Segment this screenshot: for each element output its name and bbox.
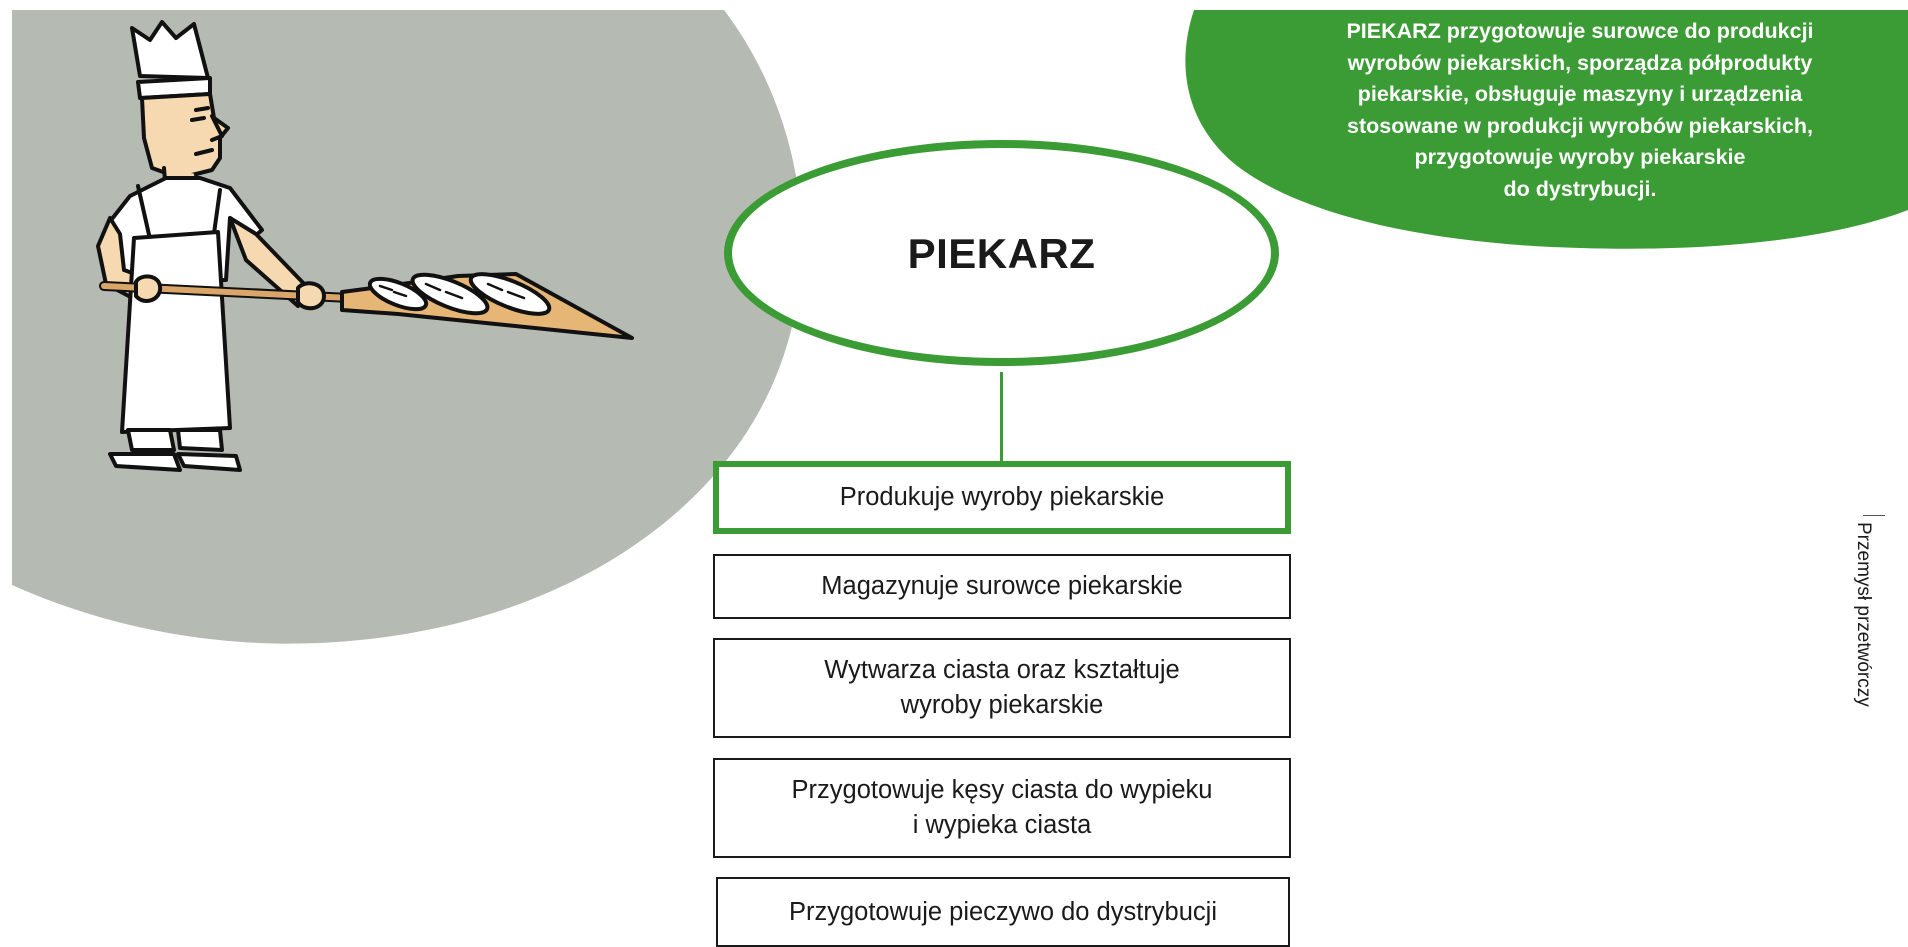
description-line: PIEKARZ przygotowuje surowce do produkcj…: [1346, 19, 1814, 43]
task-box: Przygotowuje kęsy ciasta do wypieku i wy…: [713, 758, 1291, 858]
task-line: i wypieka ciasta: [912, 811, 1092, 839]
connector-line: [1000, 372, 1003, 461]
task-text: Magazynuje surowce piekarskie: [821, 569, 1182, 604]
side-label-rule: [1863, 515, 1885, 516]
description-line: do dystrybucji.: [1503, 176, 1657, 201]
task-line: Przygotowuje kęsy ciasta do wypieku: [791, 776, 1213, 804]
description-line: wyrobów piekarskich, sporządza półproduk…: [1347, 50, 1813, 75]
task-line: Magazynuje surowce piekarskie: [821, 572, 1183, 600]
task-text: Przygotowuje kęsy ciasta do wypieku i wy…: [792, 773, 1213, 843]
baker-illustration-icon: [96, 20, 634, 472]
task-text: Wytwarza ciasta oraz kształtuje wyroby p…: [824, 653, 1179, 723]
task-box: Przygotowuje pieczywo do dystrybucji: [716, 877, 1290, 947]
task-line: Przygotowuje pieczywo do dystrybucji: [788, 898, 1218, 926]
profession-description: PIEKARZ przygotowuje surowce do produkcj…: [1300, 16, 1860, 205]
task-text: Przygotowuje pieczywo do dystrybucji: [789, 895, 1217, 930]
green-description-blob: [1185, 10, 1908, 249]
diagram-title: PIEKARZ: [907, 230, 1096, 277]
description-line: piekarskie, obsługuje maszyny i urządzen…: [1357, 82, 1803, 106]
description-line: stosowane w produkcji wyrobów piekarskic…: [1347, 113, 1813, 138]
task-line: wyroby piekarskie: [900, 691, 1104, 719]
task-line: Wytwarza ciasta oraz kształtuje: [824, 656, 1180, 684]
side-section-label: Przemysł przetwórczy: [1853, 522, 1874, 707]
description-line: przygotowuje wyroby piekarskie: [1414, 145, 1746, 169]
task-box: Magazynuje surowce piekarskie: [713, 554, 1291, 619]
task-box-primary: Produkuje wyroby piekarskie: [713, 461, 1291, 534]
task-box: Wytwarza ciasta oraz kształtuje wyroby p…: [713, 638, 1291, 738]
task-line: Produkuje wyroby piekarskie: [839, 483, 1165, 511]
title-ellipse: PIEKARZ: [724, 140, 1279, 366]
task-text: Produkuje wyroby piekarskie: [840, 480, 1165, 515]
